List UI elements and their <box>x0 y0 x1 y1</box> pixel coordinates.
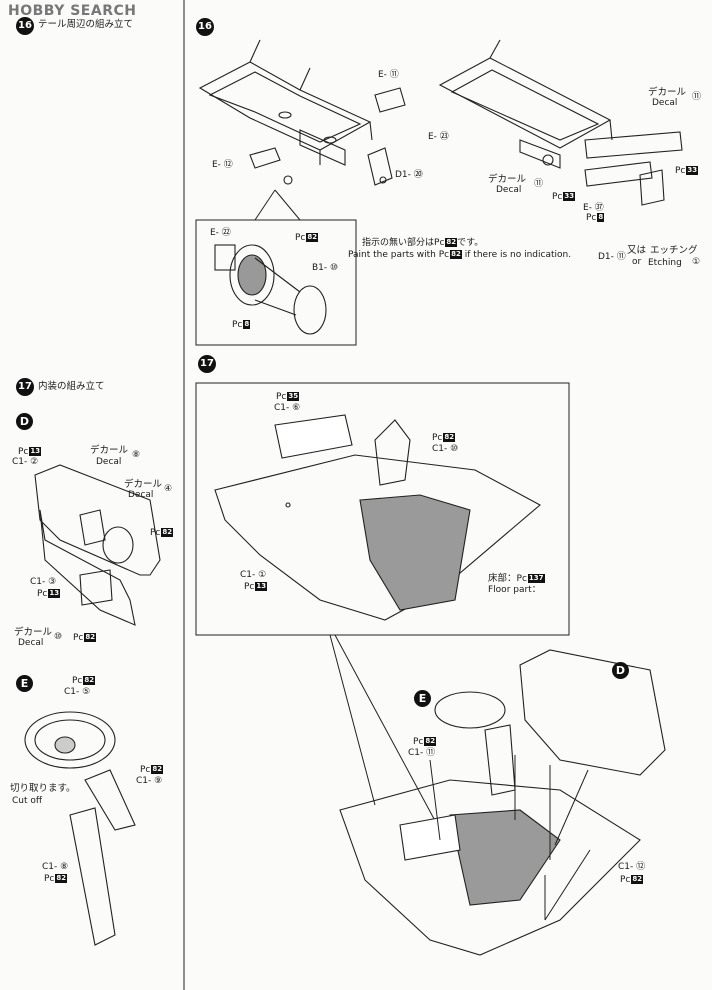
cutoff-jp: 切り取ります。 <box>10 783 76 794</box>
label-d1-11: D1- ⑪ <box>598 252 626 262</box>
m-c1-1: C1- ① <box>240 570 267 580</box>
assembly-arrows <box>429 755 591 921</box>
d-decal-en-8: Decal <box>96 457 122 467</box>
sub-d-badge: D <box>16 413 33 430</box>
cutoff-en: Cut off <box>12 796 43 806</box>
step-17-badge: 17 <box>198 355 216 373</box>
tail-lamp-parts <box>214 244 327 335</box>
or-en: or <box>632 257 642 267</box>
etching-num: ① <box>692 257 701 267</box>
d-decal-jp-4: デカール <box>124 479 163 490</box>
label-e12: E- ⑫ <box>212 160 233 170</box>
decal-en-b: Decal <box>496 185 522 195</box>
hobby-search-logo: HOBBY SEARCH <box>8 3 137 19</box>
d-decal-en-10: Decal <box>18 638 44 648</box>
d-decal-en-4: Decal <box>128 490 154 500</box>
sub-e-badge: E <box>16 675 33 692</box>
sub-e-badge-2: E <box>414 690 431 707</box>
label-d1-20: D1- ⑳ <box>395 170 423 180</box>
decal-num-a: ⑪ <box>692 92 702 102</box>
d-c1-3: C1- ③ <box>30 577 57 587</box>
label-e37: E- ㊲ <box>583 203 604 213</box>
lamp-detail-box <box>195 219 357 346</box>
step-16-badge-left: 16 <box>16 17 34 35</box>
sub-d-badge-2: D <box>612 662 629 679</box>
decal-jp-a: デカール <box>648 87 687 98</box>
d-decal-jp-10: デカール <box>14 627 53 638</box>
step-16-title: テール周辺の組み立て <box>38 19 134 30</box>
label-b1-10: B1- ⑩ <box>312 263 339 273</box>
frame-chassis-right <box>438 39 683 206</box>
decal-num-b: ⑪ <box>534 179 544 189</box>
e-c1-8: C1- ⑧ <box>42 862 69 872</box>
d-decal-num-4: ④ <box>164 484 173 494</box>
d-c1-2: C1- ② <box>12 457 39 467</box>
e-c1-9: C1- ⑨ <box>136 776 163 786</box>
dashboard-part <box>34 464 161 626</box>
floor-part-assembled <box>339 649 666 956</box>
floor-en: Floor part： <box>488 585 541 595</box>
etching-en: Etching <box>648 258 682 268</box>
step-17-badge-left: 17 <box>16 378 34 396</box>
e-c1-5: C1- ⑤ <box>64 687 91 697</box>
m-c1-6: C1- ⑥ <box>274 403 301 413</box>
d-decal-num-10: ⑩ <box>54 632 63 642</box>
label-e23: E- ㉓ <box>428 132 449 142</box>
etching-jp: エッチング <box>650 245 698 256</box>
or-jp: 又は <box>627 245 647 256</box>
interior-detail-box <box>195 382 570 636</box>
f-c1-12: C1- ⑫ <box>618 862 646 872</box>
m-c1-10: C1- ⑩ <box>432 444 459 454</box>
d-decal-jp-8: デカール <box>90 445 129 456</box>
frame-chassis-left <box>198 39 406 186</box>
label-e11: E- ⑪ <box>378 70 399 80</box>
decal-jp-b: デカール <box>488 174 527 185</box>
steering-wheel-part <box>24 711 136 946</box>
label-e22: E- ㉒ <box>210 228 231 238</box>
floor-part-large <box>214 414 541 621</box>
decal-en-a: Decal <box>652 98 678 108</box>
step-16-badge: 16 <box>196 18 214 36</box>
step-17-title: 内装の組み立て <box>38 381 105 392</box>
f-c1-11: C1- ⑪ <box>408 748 436 758</box>
d-decal-num-8: ⑧ <box>132 450 141 460</box>
